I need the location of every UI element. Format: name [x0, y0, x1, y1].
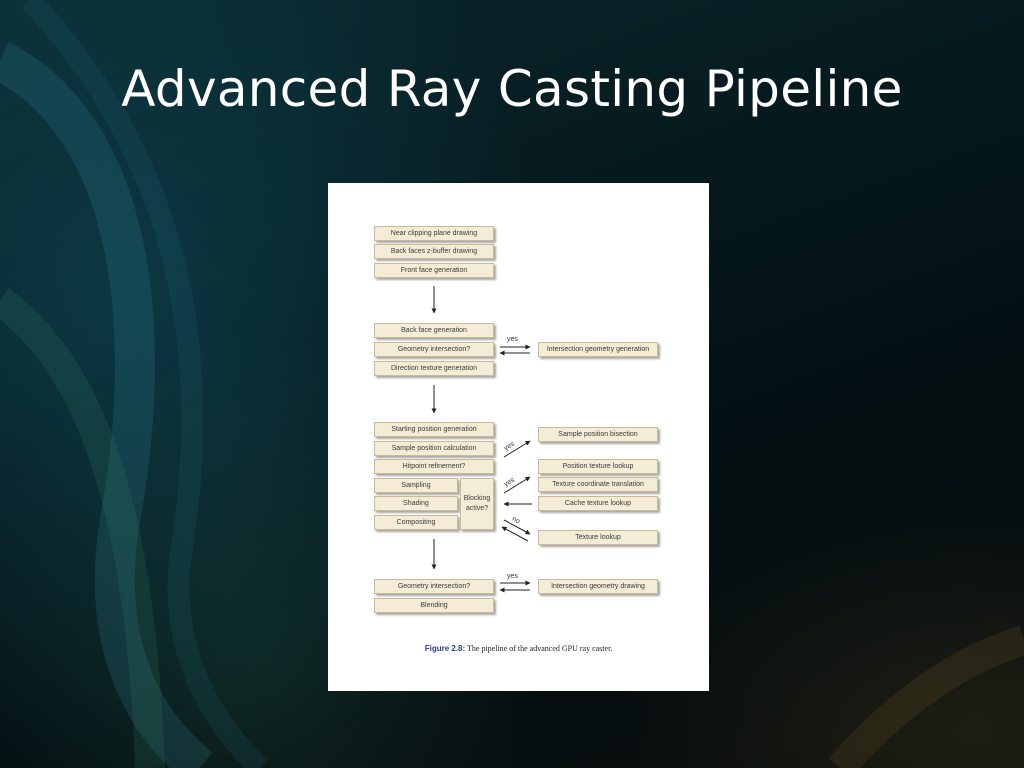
geometry-intersection-box: Geometry intersection?: [374, 342, 494, 357]
intersection-geometry-drawing-box: Intersection geometry drawing: [538, 579, 658, 594]
blocking-active-box: Blocking active?: [460, 478, 494, 530]
no-arrow: [503, 519, 531, 535]
position-texture-lookup-box: Position texture lookup: [538, 459, 658, 474]
yes-label: yes: [507, 573, 518, 580]
intersection-geometry-generation-box: Intersection geometry generation: [538, 342, 658, 357]
yes-label: yes: [507, 336, 518, 343]
caption-text: The pipeline of the advanced GPU ray cas…: [467, 644, 613, 653]
near-clipping-plane-drawing-box: Near clipping plane drawing: [374, 226, 494, 241]
starting-position-generation-box: Starting position generation: [374, 422, 494, 437]
texture-lookup-box: Texture lookup: [538, 530, 658, 545]
hitpoint-refinement-box: Hitpoint refinement?: [374, 459, 494, 474]
cache-texture-lookup-box: Cache texture lookup: [538, 496, 658, 511]
pipeline-figure: Near clipping plane drawing Back faces z…: [328, 183, 709, 691]
blending-box: Blending: [374, 598, 494, 613]
yes-arrow: [503, 476, 531, 494]
compositing-box: Compositing: [374, 515, 458, 530]
texture-coordinate-translation-box: Texture coordinate translation: [538, 477, 658, 492]
sample-position-bisection-box: Sample position bisection: [538, 427, 658, 442]
figure-reference: Figure 2.8:: [424, 644, 466, 653]
front-face-generation-box: Front face generation: [374, 263, 494, 278]
figure-caption: Figure 2.8: The pipeline of the advanced…: [328, 644, 709, 653]
slide-title: Advanced Ray Casting Pipeline: [121, 60, 903, 118]
direction-texture-generation-box: Direction texture generation: [374, 361, 494, 376]
sample-position-calculation-box: Sample position calculation: [374, 441, 494, 456]
back-faces-zbuffer-drawing-box: Back faces z-buffer drawing: [374, 244, 494, 259]
arrow-layer: [431, 286, 532, 593]
sampling-box: Sampling: [374, 478, 458, 493]
shading-box: Shading: [374, 496, 458, 511]
return-arrow: [501, 526, 529, 542]
back-face-generation-box: Back face generation: [374, 323, 494, 338]
yes-arrow: [503, 440, 531, 458]
geometry-intersection-box-2: Geometry intersection?: [374, 579, 494, 594]
